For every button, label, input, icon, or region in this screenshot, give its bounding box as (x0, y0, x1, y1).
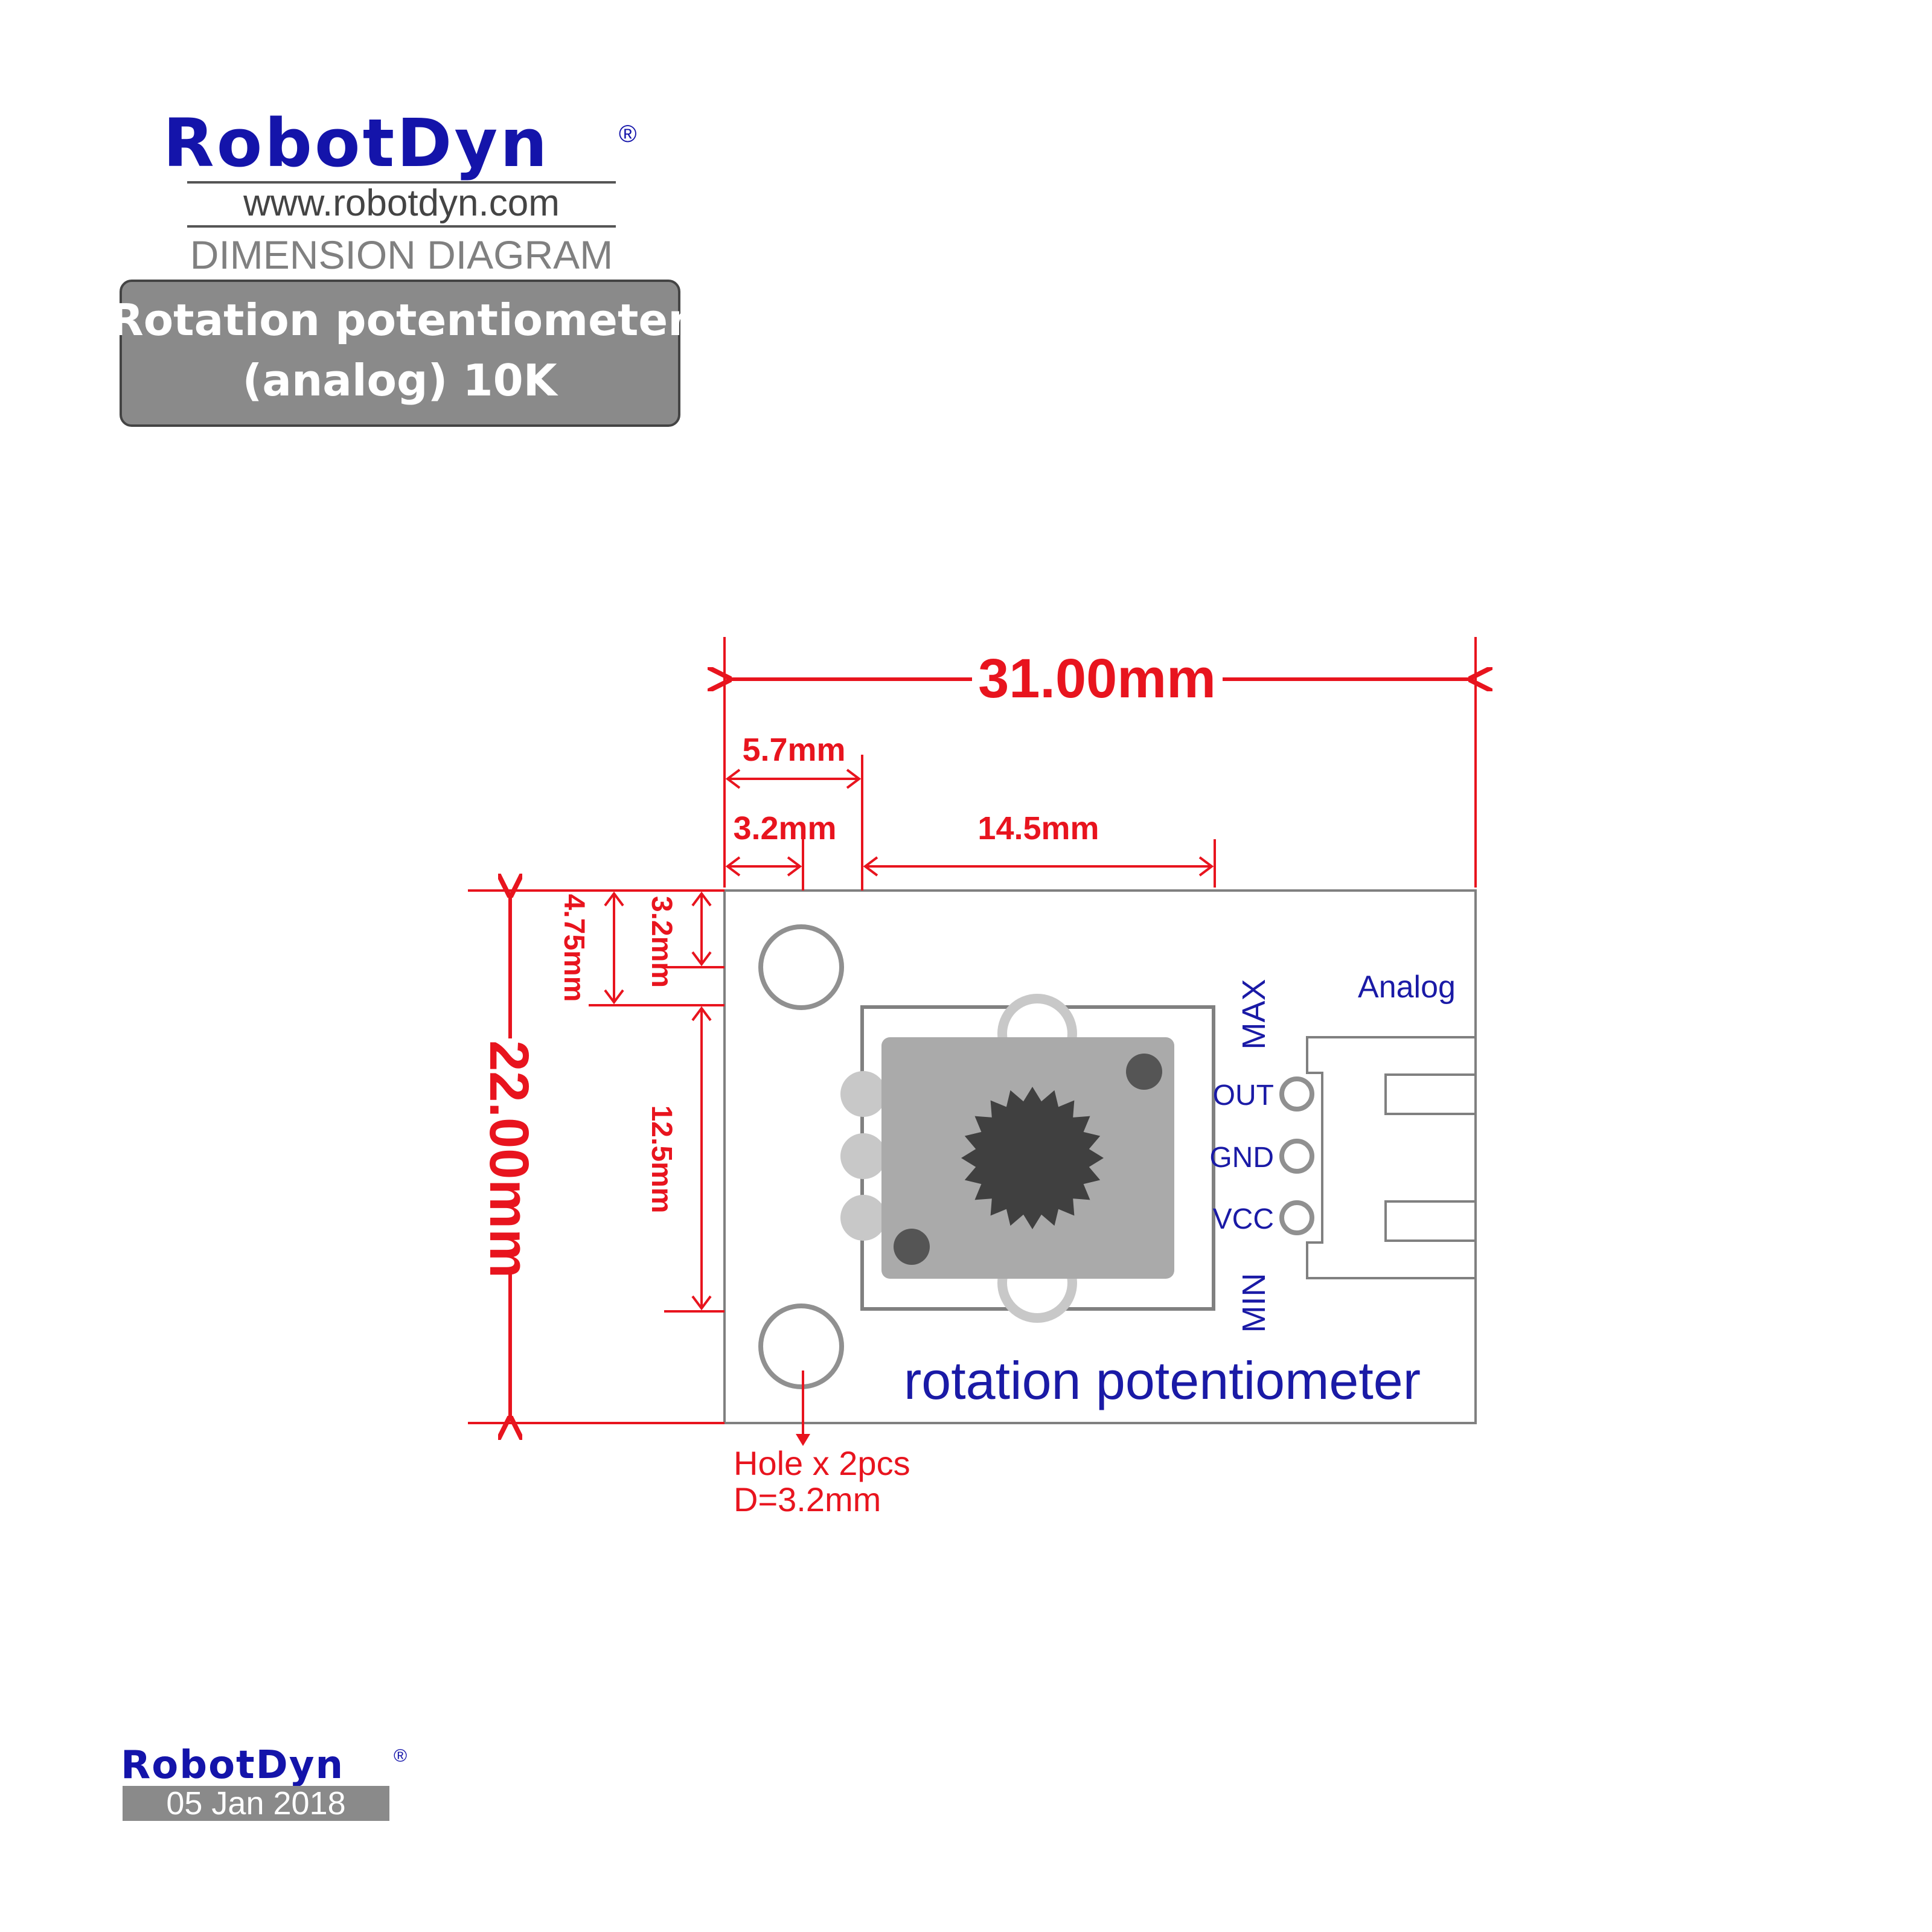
registered-mark: ® (619, 121, 636, 147)
pot-pin-3 (840, 1195, 886, 1241)
pot-screw-bottom (894, 1229, 930, 1265)
max-label: MAX (1236, 979, 1272, 1049)
website-url: www.robotdyn.com (243, 182, 560, 224)
mounting-hole-bottom (758, 1303, 844, 1389)
dim-pot-width (863, 856, 1214, 877)
dim-hole-spacing (691, 1006, 712, 1311)
dim-pot-offset-vertical (604, 891, 624, 1005)
connector-label: Analog (1358, 970, 1456, 1005)
dim-hole-spacing-label: 12.5mm (645, 1105, 677, 1214)
footer-date: 05 Jan 2018 (166, 1785, 345, 1822)
pin-label-out: OUT (1213, 1080, 1274, 1112)
dimension-labels: 31.00mm 5.7mm 3.2mm 14.5mm 22.00mm 4.75m… (478, 648, 1216, 1518)
dim-pot-width-label: 14.5mm (977, 810, 1099, 846)
dim-width-label: 31.00mm (978, 648, 1216, 709)
pin-pad-gnd (1279, 1139, 1314, 1174)
board-label: rotation potentiometer (904, 1351, 1421, 1410)
header-logo: RobotDyn ® www.robotdyn.com DIMENSION DI… (110, 104, 689, 427)
dim-hole-offset-vertical (691, 891, 712, 967)
dim-hole-offset-vertical-label: 3.2mm (645, 896, 677, 988)
doc-type: DIMENSION DIAGRAM (190, 232, 613, 277)
pin-pad-out (1279, 1076, 1314, 1112)
dim-pot-offset-vertical-label: 4.75mm (558, 894, 590, 1002)
hole-note-line2: D=3.2mm (734, 1480, 881, 1518)
connector-outline (1306, 1036, 1476, 1279)
footer-registered-mark: ® (394, 1746, 407, 1766)
pot-screw-top (1126, 1054, 1162, 1090)
footer-brand-logo: RobotDyn (121, 1743, 344, 1788)
title-box (120, 280, 680, 427)
hole-leader-arrow (796, 1434, 810, 1446)
pot-pin-2 (840, 1133, 886, 1179)
pin-pad-vcc (1279, 1200, 1314, 1235)
dim-hole-offset-outer (725, 769, 862, 789)
title-line2: (analog) 10K (243, 355, 558, 406)
hole-note-line1: Hole x 2pcs (734, 1444, 910, 1482)
title-line1: Rotation potentiometer (110, 295, 689, 345)
dim-hole-offset-outer-label: 5.7mm (742, 732, 845, 768)
pot-pin-1 (840, 1071, 886, 1117)
connector-slot-bottom (1384, 1200, 1476, 1242)
connector-slot-top (1384, 1073, 1476, 1115)
dim-hole-offset-inner-label: 3.2mm (733, 810, 836, 846)
footer-date-box (123, 1786, 389, 1821)
min-label: MIN (1236, 1273, 1272, 1333)
brand-logo: RobotDyn (163, 104, 550, 182)
knob-gear (961, 1087, 1104, 1229)
pcb-board: MAX MIN Analog OUT GND VCC rotation pote… (723, 889, 1477, 1424)
dim-hole-offset-inner (725, 856, 802, 877)
dimension-lines (468, 637, 1476, 1446)
footer: RobotDyn ® 05 Jan 2018 (121, 1743, 407, 1822)
pin-label-gnd: GND (1209, 1142, 1274, 1174)
pin-label-vcc: VCC (1213, 1203, 1274, 1235)
dim-height-label: 22.00mm (478, 1040, 540, 1278)
mounting-hole-top (758, 924, 844, 1010)
